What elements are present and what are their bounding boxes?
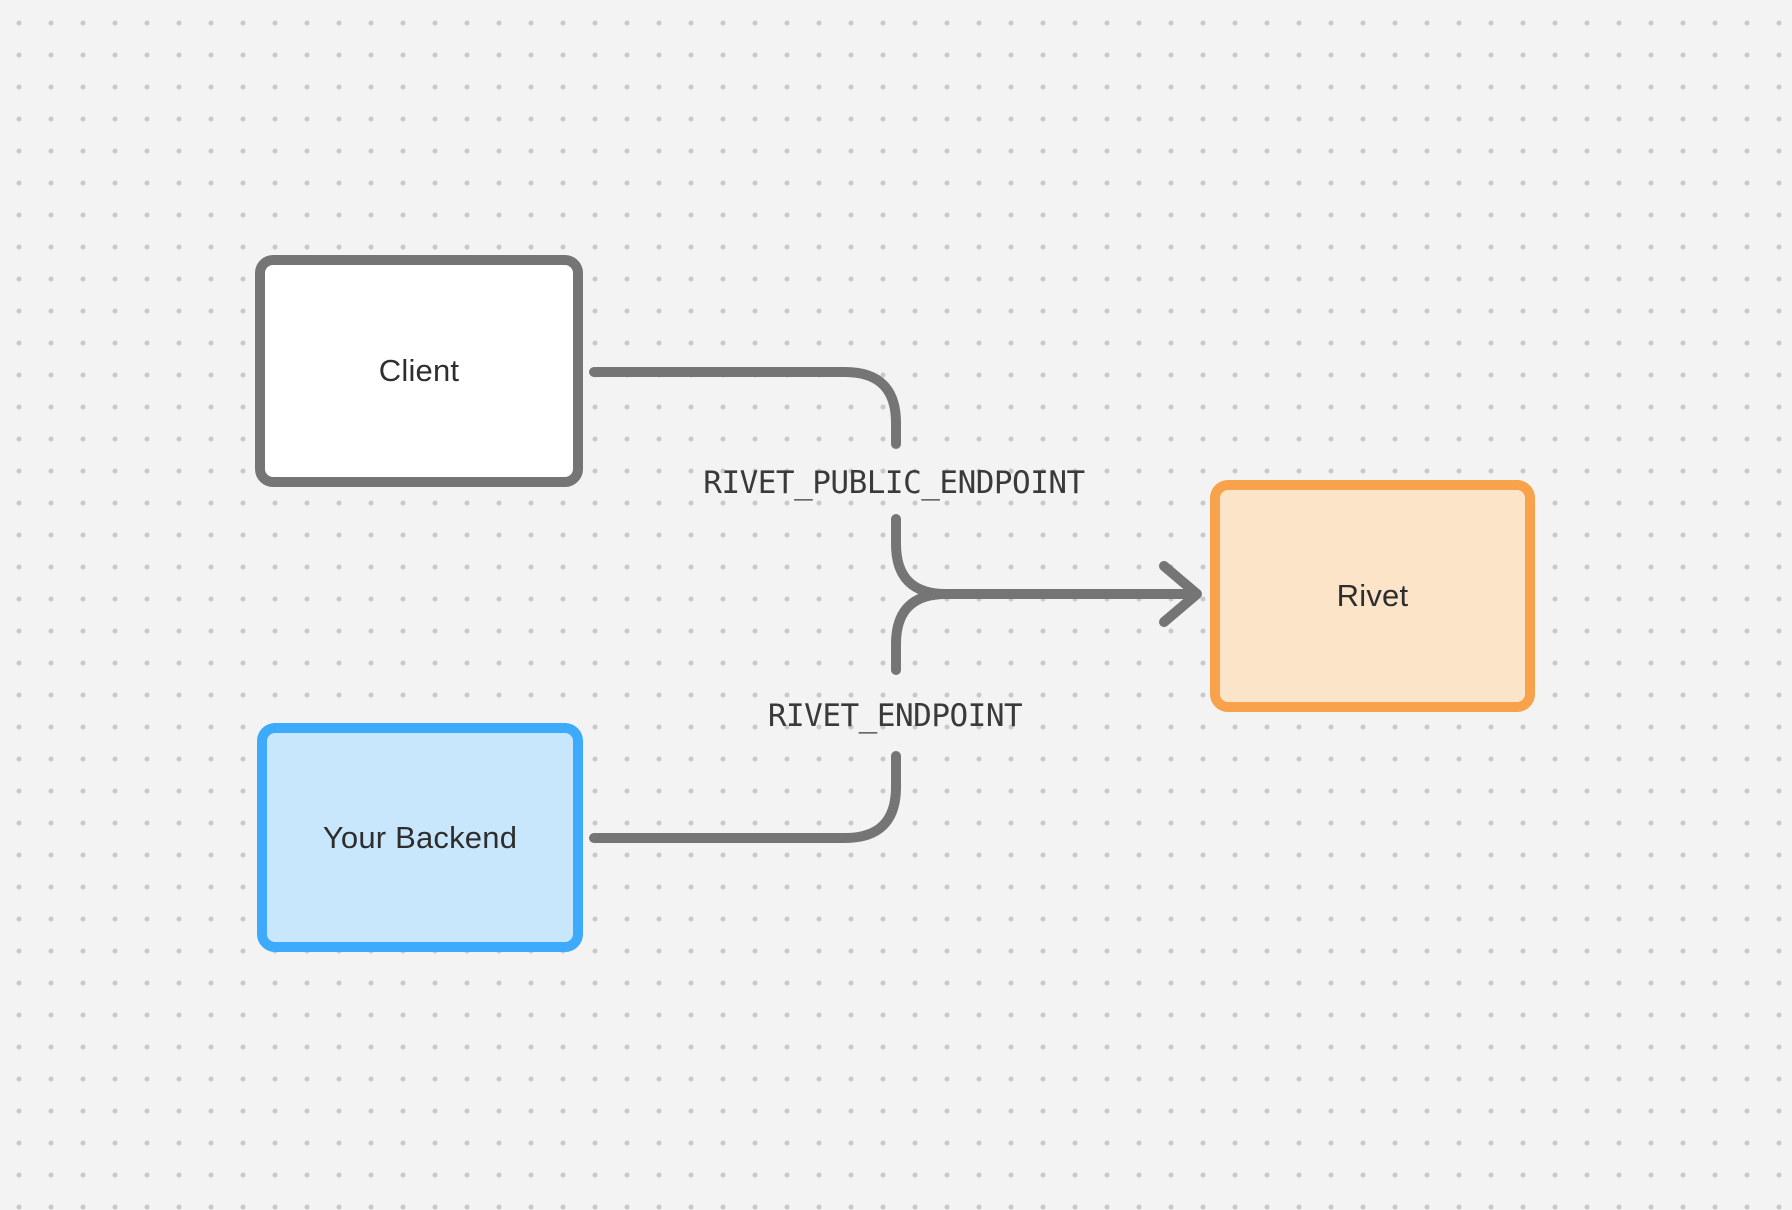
edge-label-rivet-endpoint: RIVET_ENDPOINT <box>767 698 1023 734</box>
node-rivet: Rivet <box>1210 480 1535 712</box>
node-rivet-label: Rivet <box>1336 578 1409 613</box>
edge-backend-upper-segment <box>891 589 951 675</box>
edge-merged-horizontal <box>891 514 1196 599</box>
node-your-backend: Your Backend <box>257 723 583 952</box>
edge-backend-lower-segment <box>589 751 901 843</box>
node-client-label: Client <box>378 353 460 388</box>
arrowhead-icon <box>1159 561 1202 627</box>
node-your-backend-label: Your Backend <box>322 819 518 855</box>
edge-client-upper-segment <box>589 367 901 449</box>
edge-label-rivet-public-endpoint: RIVET_PUBLIC_ENDPOINT <box>703 465 1085 501</box>
node-client: Client <box>255 255 583 487</box>
